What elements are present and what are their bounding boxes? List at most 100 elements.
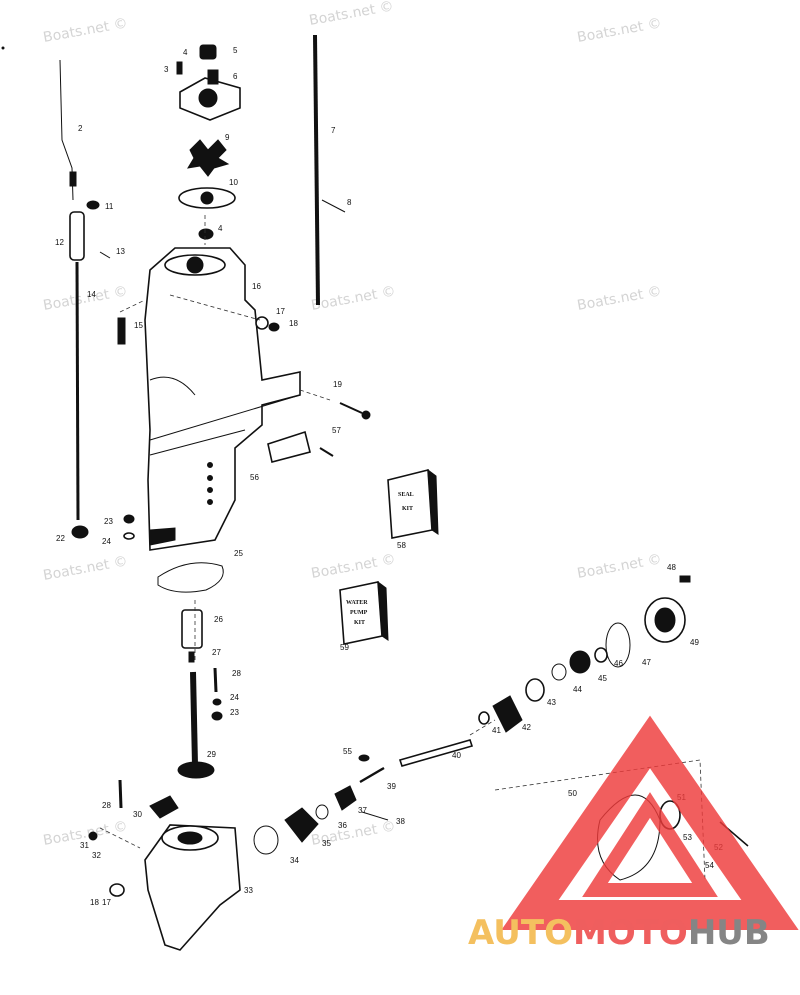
callout-label: 2 xyxy=(78,124,83,133)
callout-label: 17 xyxy=(102,898,111,907)
callout-label: 44 xyxy=(573,685,582,694)
seal-kit-box: SEAL KIT xyxy=(387,468,439,539)
callout-label: 58 xyxy=(397,541,406,550)
callout-label: 59 xyxy=(340,643,349,652)
callout-label: 8 xyxy=(347,198,352,207)
callout-label: 37 xyxy=(358,806,367,815)
callout-label: 18 xyxy=(90,898,99,907)
callout-label: 23 xyxy=(230,708,239,717)
callout-label: 54 xyxy=(705,861,714,870)
gearcase-housing-drawing xyxy=(144,247,301,551)
shift-rod-lower-drawing xyxy=(69,200,111,539)
logo-triangle-mark xyxy=(501,715,799,930)
watermark-layer: Boats.net © Boats.net © Boats.net © Boat… xyxy=(42,0,663,849)
callout-label: 5 xyxy=(233,46,238,55)
callout-label: 4 xyxy=(218,224,223,233)
watermark: Boats.net © xyxy=(576,15,663,46)
lower-unit-housing-drawing xyxy=(88,779,241,951)
watermark: Boats.net © xyxy=(310,283,397,314)
callout-label: 46 xyxy=(614,659,623,668)
callout-label: 40 xyxy=(452,751,461,760)
callout-label: 11 xyxy=(105,202,114,211)
callout-label: 33 xyxy=(244,886,253,895)
drive-shaft-upper-drawing xyxy=(313,34,346,306)
callout-label: 38 xyxy=(396,817,405,826)
logo-triangle-inner-mark xyxy=(582,792,718,897)
water-pump-kit-label: PUMP xyxy=(350,610,368,616)
shift-parts-drawing xyxy=(253,754,389,855)
water-pump-kit-box: WATER PUMP KIT xyxy=(339,580,389,645)
callout-label: 28 xyxy=(232,669,241,678)
logo-text-auto: AUTO xyxy=(468,913,573,953)
callout-label: 15 xyxy=(134,321,143,330)
callout-label: 24 xyxy=(102,537,111,546)
water-pump-stack-drawing xyxy=(176,44,241,240)
callout-labels: 2 3 4 5 6 7 8 9 10 11 12 13 4 14 16 15 1… xyxy=(55,46,723,907)
watermark: Boats.net © xyxy=(42,553,129,584)
callout-label: 6 xyxy=(233,72,238,81)
callout-label: 42 xyxy=(522,723,531,732)
callout-label: 26 xyxy=(214,615,223,624)
callout-label: 39 xyxy=(387,782,396,791)
callout-label: 56 xyxy=(250,473,259,482)
watermark: Boats.net © xyxy=(576,551,663,582)
callout-label: 9 xyxy=(225,133,230,142)
seal-kit-label: SEAL xyxy=(398,492,414,498)
callout-label: 57 xyxy=(332,426,341,435)
callout-label: 35 xyxy=(322,839,331,848)
callout-label: 18 xyxy=(289,319,298,328)
callout-label: 34 xyxy=(290,856,299,865)
seal-kit-label: KIT xyxy=(402,506,413,512)
callout-label: 28 xyxy=(102,801,111,810)
housing-fasteners-drawing xyxy=(117,316,371,463)
callout-label: 50 xyxy=(568,789,577,798)
callout-label: 25 xyxy=(234,549,243,558)
callout-label: 27 xyxy=(212,648,221,657)
callout-label: 24 xyxy=(230,693,239,702)
water-pump-kit-label: WATER xyxy=(346,600,368,606)
callout-label: 45 xyxy=(598,674,607,683)
logo-text-hub: HUB xyxy=(688,913,770,953)
callout-label: 41 xyxy=(492,726,501,735)
callout-label: 19 xyxy=(333,380,342,389)
callout-label: 47 xyxy=(642,658,651,667)
callout-label: 17 xyxy=(276,307,285,316)
gasket-drawing xyxy=(157,562,224,593)
callout-label: 48 xyxy=(667,563,676,572)
svg-text:AUTOMOTOHUB: AUTOMOTOHUB xyxy=(468,913,770,953)
callout-label: 7 xyxy=(331,126,336,135)
callout-label: 30 xyxy=(133,810,142,819)
callout-label: 31 xyxy=(80,841,89,850)
lower-drive-shaft-drawing xyxy=(177,609,223,779)
callout-label: 29 xyxy=(207,750,216,759)
logo-text-moto: MOTO xyxy=(573,913,688,953)
callout-label: 32 xyxy=(92,851,101,860)
callout-label: 53 xyxy=(683,833,692,842)
watermark: Boats.net © xyxy=(576,283,663,314)
watermark: Boats.net © xyxy=(42,15,129,46)
callout-label: 13 xyxy=(116,247,125,256)
small-nuts-drawing xyxy=(123,514,135,540)
watermark: Boats.net © xyxy=(308,0,395,29)
callout-label: 10 xyxy=(229,178,238,187)
callout-label: 23 xyxy=(104,517,113,526)
automotohub-logo: AUTOMOTOHUB xyxy=(468,715,799,953)
watermark: Boats.net © xyxy=(42,283,129,314)
callout-label: 55 xyxy=(343,747,352,756)
corner-mark xyxy=(1,46,5,50)
callout-label: 49 xyxy=(690,638,699,647)
shift-rod-drawing xyxy=(59,59,77,201)
leader-lines xyxy=(99,215,496,849)
callout-label: 14 xyxy=(87,290,96,299)
callout-label: 22 xyxy=(56,534,65,543)
callout-label: 3 xyxy=(164,65,169,74)
callout-label: 16 xyxy=(252,282,261,291)
callout-label: 4 xyxy=(183,48,188,57)
propeller-shaft-assembly-drawing xyxy=(398,575,691,767)
watermark: Boats.net © xyxy=(310,551,397,582)
callout-label: 12 xyxy=(55,238,64,247)
callout-label: 36 xyxy=(338,821,347,830)
callout-label: 43 xyxy=(547,698,556,707)
water-pump-kit-label: KIT xyxy=(354,620,365,626)
